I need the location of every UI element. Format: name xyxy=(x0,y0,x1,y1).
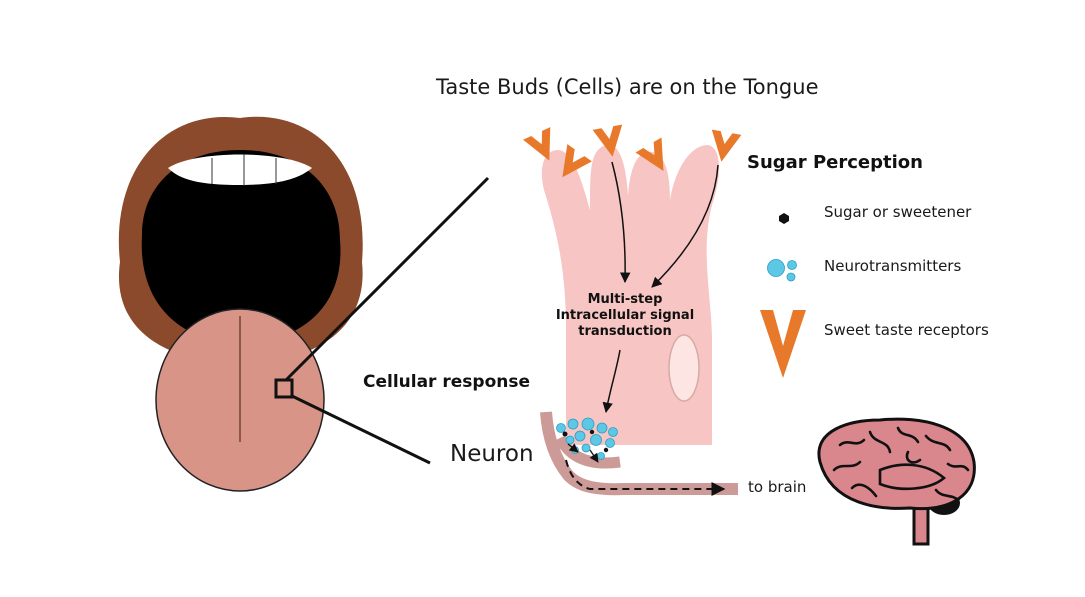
brain xyxy=(817,417,976,546)
brain-stem xyxy=(912,504,930,546)
sweet-receptor-icon xyxy=(635,137,664,171)
legend-item-neurotransmitters: Neurotransmitters xyxy=(824,257,962,275)
signal-arrow xyxy=(651,164,719,288)
neuron xyxy=(540,411,738,496)
release-arrow xyxy=(589,449,599,463)
legend-item-sugar: Sugar or sweetener xyxy=(824,203,972,221)
legend-heading: Sugar Perception xyxy=(747,152,923,173)
brain-folds xyxy=(832,426,970,502)
action-potential-arrow xyxy=(565,459,726,496)
neuron-fiber xyxy=(540,411,738,496)
neurotransmitter-cluster xyxy=(556,417,618,460)
zoom-line-top xyxy=(284,176,490,382)
sweet-receptor-icon xyxy=(562,144,592,178)
neuron-fiber-branch xyxy=(555,435,621,469)
chevron-receptor-icon xyxy=(760,310,806,378)
taste-cell xyxy=(523,124,742,445)
hexagon-molecule-icon xyxy=(779,213,789,224)
sweet-receptor-icon xyxy=(711,129,742,162)
sugar-molecules xyxy=(562,429,609,453)
cerebrum xyxy=(817,417,976,511)
legend-item-receptors: Sweet taste receptors xyxy=(824,321,989,339)
sweet-receptor-icon xyxy=(523,127,551,161)
sweet-receptor-icon xyxy=(592,124,623,157)
page-title: Taste Buds (Cells) are on the Tongue xyxy=(436,75,819,99)
cell-nucleus xyxy=(668,334,700,402)
mouth-cavity xyxy=(141,150,341,345)
release-arrow xyxy=(567,443,579,453)
legend-icons xyxy=(760,213,806,378)
transduction-label: Multi-step Intracellular signal transduc… xyxy=(555,292,695,339)
signal-arrow xyxy=(611,161,631,284)
neuron-label: Neuron xyxy=(450,441,534,467)
cellular-response-label: Cellular response xyxy=(363,372,530,392)
zoom-line-bottom xyxy=(291,394,431,465)
mouth xyxy=(118,116,490,492)
signal-arrow xyxy=(602,349,621,414)
to-brain-label: to brain xyxy=(748,478,807,496)
bubbles-icon xyxy=(767,259,797,282)
taste-bud-zoom-box xyxy=(274,378,294,399)
